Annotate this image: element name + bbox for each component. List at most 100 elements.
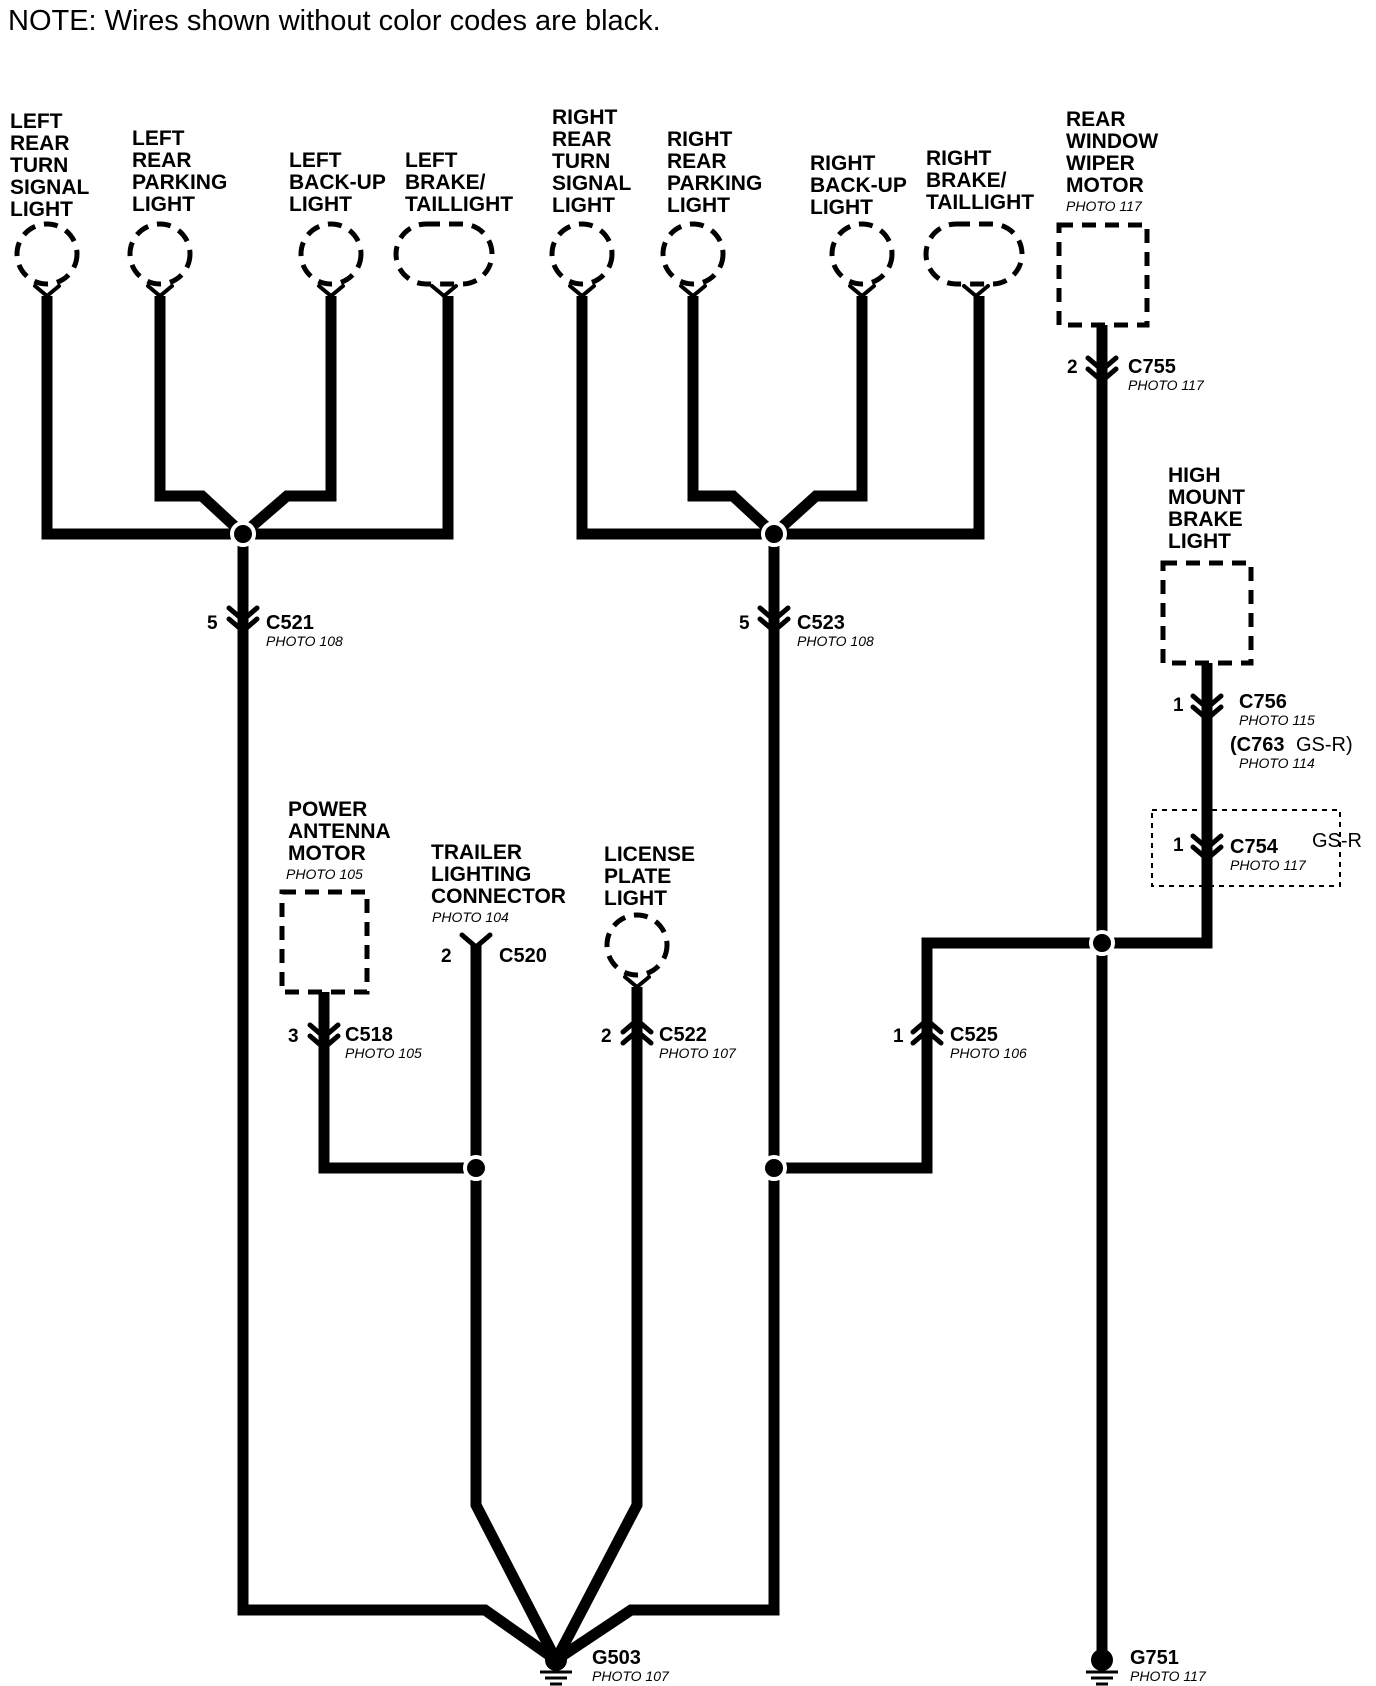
label-right-rear-parking: RIGHT REAR PARKING LIGHT	[667, 128, 762, 217]
svg-text:GS-R): GS-R)	[1296, 734, 1353, 756]
gsr-option-box	[1151, 809, 1341, 887]
label-high-mount-brake-light: HIGH MOUNT BRAKE LIGHT	[1168, 464, 1245, 553]
svg-text:HIGH: HIGH	[1168, 464, 1221, 487]
svg-text:TURN: TURN	[552, 150, 610, 173]
label-c756: 1 C756 PHOTO 115	[1173, 691, 1315, 728]
c756-symbol	[1190, 693, 1224, 722]
label-trailer-lighting-connector: TRAILER LIGHTING CONNECTOR PHOTO 104	[431, 841, 566, 925]
left-rear-turn-signal-bulb	[14, 221, 80, 298]
svg-text:RIGHT: RIGHT	[926, 147, 992, 170]
svg-text:C522: C522	[659, 1024, 707, 1046]
label-right-rear-turn-signal: RIGHT REAR TURN SIGNAL LIGHT	[552, 106, 632, 217]
svg-text:2: 2	[601, 1026, 612, 1047]
label-c754: 1 C754 PHOTO 117 GS-R	[1173, 830, 1362, 873]
svg-text:SIGNAL: SIGNAL	[10, 176, 90, 199]
svg-text:PHOTO 104: PHOTO 104	[432, 909, 509, 925]
svg-text:C518: C518	[345, 1024, 393, 1046]
svg-text:LEFT: LEFT	[132, 127, 185, 150]
rear-wiper-motor-box	[1056, 222, 1150, 328]
c521-symbol	[226, 605, 260, 634]
svg-text:BRAKE: BRAKE	[1168, 508, 1243, 531]
label-right-backup: RIGHT BACK-UP LIGHT	[810, 152, 907, 219]
svg-text:PHOTO 114: PHOTO 114	[1239, 755, 1315, 771]
svg-text:LIGHT: LIGHT	[552, 194, 615, 217]
svg-text:PHOTO 117: PHOTO 117	[1128, 377, 1205, 393]
svg-text:1: 1	[893, 1026, 904, 1047]
svg-text:PHOTO 108: PHOTO 108	[797, 633, 874, 649]
svg-text:ANTENNA: ANTENNA	[288, 820, 391, 843]
svg-text:BACK-UP: BACK-UP	[289, 171, 386, 194]
ground-g751-icon	[1086, 1649, 1118, 1686]
svg-text:C521: C521	[266, 612, 314, 634]
label-right-brake-taillight: RIGHT BRAKE/ TAILLIGHT	[926, 147, 1034, 214]
label-c522: 2 C522 PHOTO 107	[601, 1024, 737, 1061]
svg-text:REAR: REAR	[552, 128, 612, 151]
label-c518: 3 C518 PHOTO 105	[288, 1024, 422, 1061]
svg-text:PLATE: PLATE	[604, 865, 671, 888]
svg-text:TAILLIGHT: TAILLIGHT	[405, 193, 513, 216]
c754-symbol	[1190, 833, 1224, 862]
svg-text:BRAKE/: BRAKE/	[405, 171, 486, 194]
c525-symbol	[910, 1017, 944, 1046]
svg-text:REAR: REAR	[132, 149, 192, 172]
right-rear-turn-signal-bulb	[549, 221, 615, 298]
svg-text:5: 5	[739, 613, 750, 634]
label-c525: 1 C525 PHOTO 106	[893, 1024, 1027, 1061]
svg-text:1: 1	[1173, 695, 1184, 716]
svg-text:C755: C755	[1128, 356, 1176, 378]
svg-text:C756: C756	[1239, 691, 1287, 713]
svg-text:LIGHT: LIGHT	[810, 196, 873, 219]
svg-text:2: 2	[441, 946, 452, 967]
svg-text:WINDOW: WINDOW	[1066, 130, 1158, 153]
svg-text:BRAKE/: BRAKE/	[926, 169, 1007, 192]
svg-text:PHOTO 117: PHOTO 117	[1230, 857, 1307, 873]
svg-text:LIGHT: LIGHT	[132, 193, 195, 216]
left-rear-parking-bulb	[127, 221, 193, 298]
license-plate-bulb	[604, 912, 670, 989]
svg-text:PHOTO 106: PHOTO 106	[950, 1045, 1027, 1061]
power-antenna-motor-box	[279, 889, 370, 995]
connector-symbols	[226, 355, 1224, 1051]
right-rear-parking-bulb	[660, 221, 726, 298]
svg-text:GS-R: GS-R	[1312, 830, 1362, 852]
svg-text:LEFT: LEFT	[405, 149, 458, 172]
svg-text:C754: C754	[1230, 836, 1279, 858]
svg-text:PHOTO 105: PHOTO 105	[345, 1045, 422, 1061]
svg-text:RIGHT: RIGHT	[552, 106, 618, 129]
label-left-brake-taillight: LEFT BRAKE/ TAILLIGHT	[405, 149, 513, 216]
c525-splice	[761, 1155, 787, 1181]
svg-text:RIGHT: RIGHT	[667, 128, 733, 151]
label-c520: 2 C520	[441, 945, 547, 967]
trailer-splice	[463, 1155, 489, 1181]
splices	[230, 521, 1115, 1181]
label-g503: G503 PHOTO 107	[592, 1647, 670, 1684]
svg-text:PARKING: PARKING	[132, 171, 227, 194]
svg-text:PHOTO 108: PHOTO 108	[266, 633, 343, 649]
svg-text:LIGHT: LIGHT	[667, 194, 730, 217]
svg-text:LIGHTING: LIGHTING	[431, 863, 531, 886]
label-g751: G751 PHOTO 117	[1130, 1647, 1207, 1684]
svg-text:REAR: REAR	[1066, 108, 1126, 131]
svg-text:CONNECTOR: CONNECTOR	[431, 885, 566, 908]
svg-text:LIGHT: LIGHT	[10, 198, 73, 221]
svg-text:C523: C523	[797, 612, 845, 634]
svg-text:(C763: (C763	[1230, 734, 1284, 756]
svg-text:PHOTO 117: PHOTO 117	[1066, 198, 1143, 214]
wiper-splice	[1089, 930, 1115, 956]
svg-text:LIGHT: LIGHT	[289, 193, 352, 216]
label-power-antenna-motor: POWER ANTENNA MOTOR PHOTO 105	[286, 798, 391, 882]
svg-text:TRAILER: TRAILER	[431, 841, 522, 864]
svg-text:PHOTO 107: PHOTO 107	[659, 1045, 737, 1061]
svg-text:WIPER: WIPER	[1066, 152, 1135, 175]
right-backup-bulb	[829, 221, 895, 298]
c755-symbol	[1085, 355, 1119, 384]
svg-text:POWER: POWER	[288, 798, 367, 821]
svg-text:TAILLIGHT: TAILLIGHT	[926, 191, 1034, 214]
svg-text:C525: C525	[950, 1024, 998, 1046]
c520-symbol	[459, 932, 493, 950]
svg-text:1: 1	[1173, 835, 1184, 856]
label-rear-window-wiper-motor: REAR WINDOW WIPER MOTOR PHOTO 117	[1066, 108, 1158, 214]
svg-text:TURN: TURN	[10, 154, 68, 177]
svg-text:PHOTO 105: PHOTO 105	[286, 866, 363, 882]
